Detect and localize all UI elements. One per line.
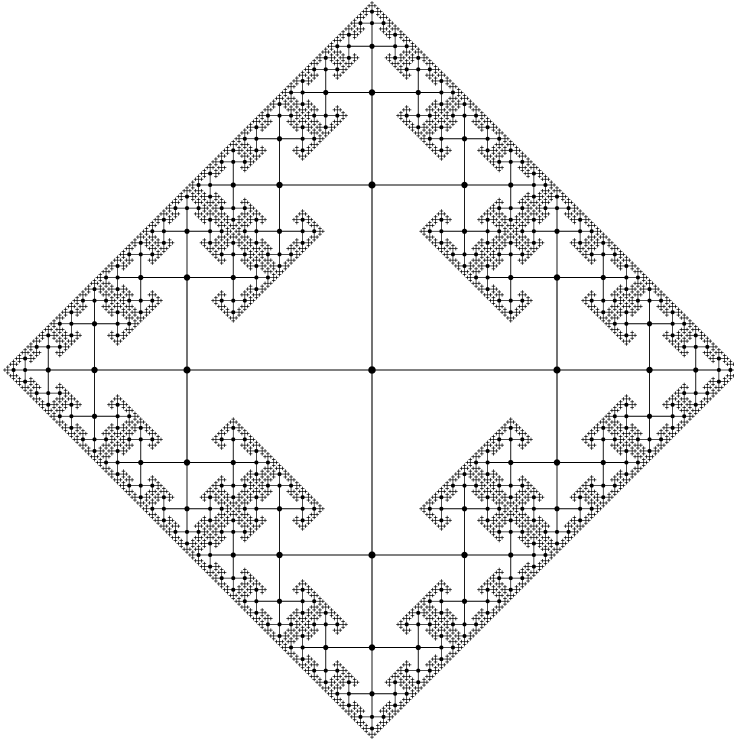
fractal-canvas (0, 0, 734, 740)
fractal-diagram (0, 0, 734, 740)
